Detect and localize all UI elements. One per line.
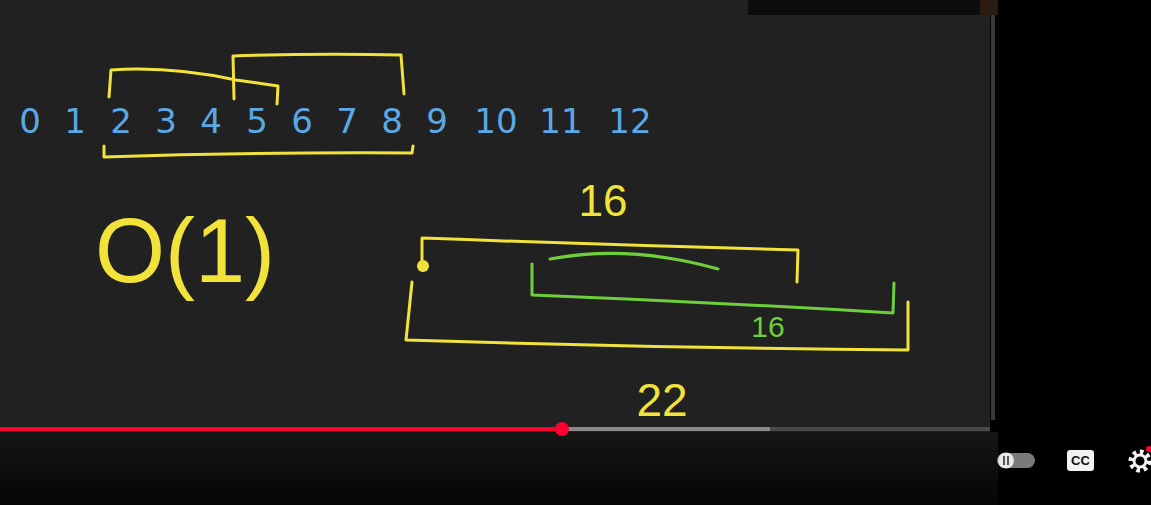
marker-dot <box>417 260 429 272</box>
range-bracket <box>104 146 413 157</box>
controls-shade <box>0 432 998 505</box>
webcam-thumbnail <box>748 0 986 15</box>
progress-played <box>0 427 562 431</box>
index-number: 5 <box>246 104 268 138</box>
progress-remaining <box>770 427 990 431</box>
window-bracket <box>532 264 894 313</box>
scrollbar <box>991 0 995 420</box>
index-number: 9 <box>426 104 448 138</box>
index-number: 10 <box>474 104 517 138</box>
index-number: 11 <box>539 104 582 138</box>
complexity-note: O(1) <box>95 206 275 296</box>
range-bracket <box>109 69 278 104</box>
index-number: 6 <box>291 104 313 138</box>
pause-mark <box>1003 456 1005 465</box>
index-number: 2 <box>110 104 132 138</box>
length-note: 22 <box>636 377 687 423</box>
toggle-knob <box>998 453 1014 469</box>
autoplay-toggle <box>997 453 1035 468</box>
captions-label: CC <box>1071 454 1090 467</box>
index-number: 4 <box>200 104 222 138</box>
index-number: 7 <box>336 104 358 138</box>
index-number: 0 <box>19 104 41 138</box>
index-number: 12 <box>608 104 651 138</box>
webcam-edge <box>980 0 998 15</box>
progress-handle <box>555 422 569 436</box>
settings-gear <box>1131 446 1151 470</box>
canvas-panel <box>0 0 990 432</box>
window-bracket <box>406 282 908 350</box>
index-number: 3 <box>155 104 177 138</box>
pause-mark <box>1007 456 1009 465</box>
captions-button <box>1067 450 1094 471</box>
index-number: 1 <box>64 104 86 138</box>
index-number: 8 <box>381 104 403 138</box>
range-bracket <box>233 54 404 99</box>
length-note: 16 <box>748 312 787 342</box>
arc-mark <box>550 253 718 269</box>
length-note: 16 <box>579 179 628 223</box>
window-bracket <box>422 238 798 282</box>
progress-buffered <box>562 427 770 431</box>
